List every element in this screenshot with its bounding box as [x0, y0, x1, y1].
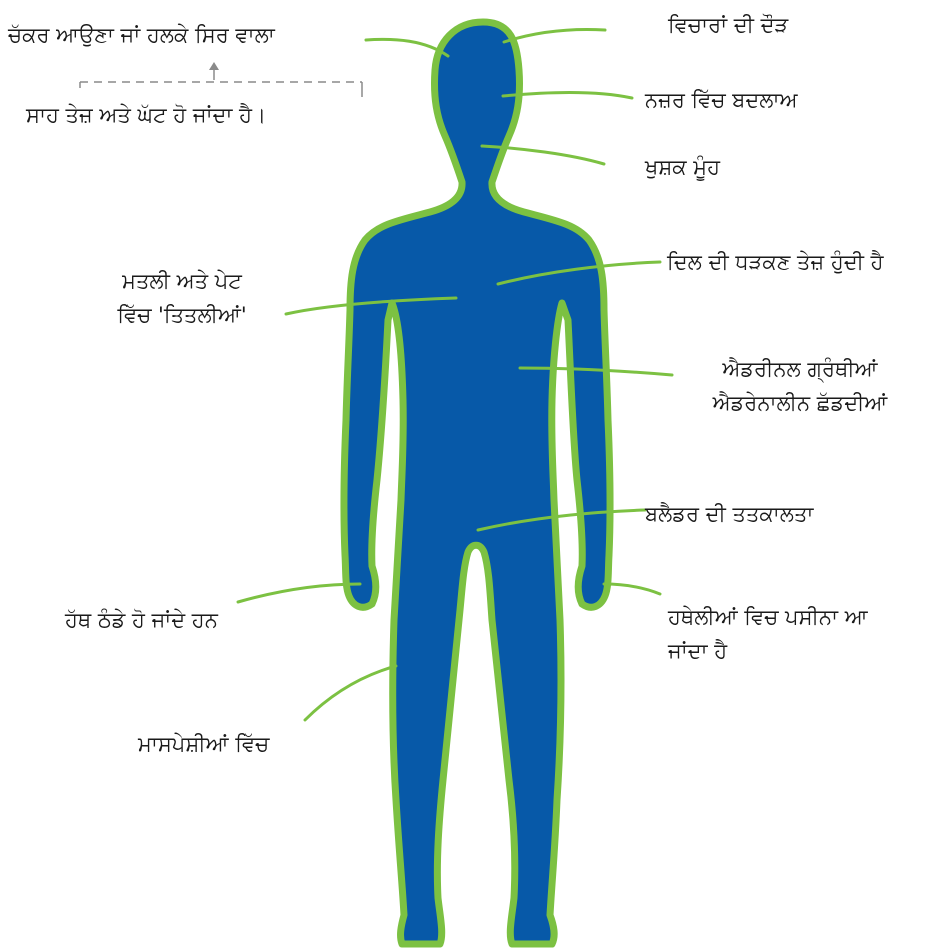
label-dizzy: ਚੱਕਰ ਆਉਣਾ ਜਾਂ ਹਲਕੇ ਸਿਰ ਵਾਲਾ	[8, 18, 275, 52]
label-bladder: ਬਲੈਡਰ ਦੀ ਤਤਕਾਲਤਾ	[645, 497, 813, 531]
label-sweaty-palms: ਹਥੇਲੀਆਂ ਵਿਚ ਪਸੀਨਾ ਆ ਜਾਂਦਾ ਹੈ	[668, 600, 868, 668]
leader-line-cold-hands	[238, 584, 360, 602]
label-adrenal: ਐਡਰੀਨਲ ਗ੍ਰੰਥੀਆਂ ਐਡਰੇਨਾਲੀਨ ਛੱਡਦੀਆਂ	[680, 352, 920, 420]
leader-line-vision	[503, 93, 632, 99]
leader-line-sweaty-palms	[604, 584, 660, 594]
label-dry-mouth: ਖੁਸ਼ਕ ਮੂੰਹ	[645, 150, 720, 184]
leader-line-muscles	[305, 666, 396, 720]
human-body-silhouette	[344, 22, 610, 944]
label-adrenal-line-1: ਐਡਰੀਨਲ ਗ੍ਰੰਥੀਆਂ	[680, 352, 920, 386]
label-racing-thoughts: ਵਿਚਾਰਾਂ ਦੀ ਦੌੜ	[668, 8, 788, 42]
label-cold-hands: ਹੱਥ ਠੰਡੇ ਹੋ ਜਾਂਦੇ ਹਨ	[65, 603, 218, 637]
label-vision-change: ਨਜ਼ਰ ਵਿੱਚ ਬਦਲਾਅ	[645, 83, 798, 117]
label-muscles: ਮਾਸਪੇਸ਼ੀਆਂ ਵਿੱਚ	[138, 727, 269, 761]
label-nausea: ਮਤਲੀ ਅਤੇ ਪੇਟ ਵਿੱਚ 'ਤਿਤਲੀਆਂ'	[72, 264, 292, 332]
label-sweaty-palms-line-2: ਜਾਂਦਾ ਹੈ	[668, 634, 868, 668]
dashed-bracket-connector	[80, 62, 362, 97]
leader-line-racing-thoughts	[504, 30, 605, 43]
label-heartbeat: ਦਿਲ ਦੀ ਧੜਕਣ ਤੇਜ਼ ਹੁੰਦੀ ਹੈ	[667, 245, 884, 279]
label-sweaty-palms-line-1: ਹਥੇਲੀਆਂ ਵਿਚ ਪਸੀਨਾ ਆ	[668, 600, 868, 634]
label-nausea-line-1: ਮਤਲੀ ਅਤੇ ਪੇਟ	[72, 264, 292, 298]
label-breathing: ਸਾਹ ਤੇਜ਼ ਅਤੇ ਘੱਟ ਹੋ ਜਾਂਦਾ ਹੈ।	[26, 98, 266, 132]
label-nausea-line-2: ਵਿੱਚ 'ਤਿਤਲੀਆਂ'	[72, 298, 292, 332]
label-adrenal-line-2: ਐਡਰੇਨਾਲੀਨ ਛੱਡਦੀਆਂ	[680, 386, 920, 420]
